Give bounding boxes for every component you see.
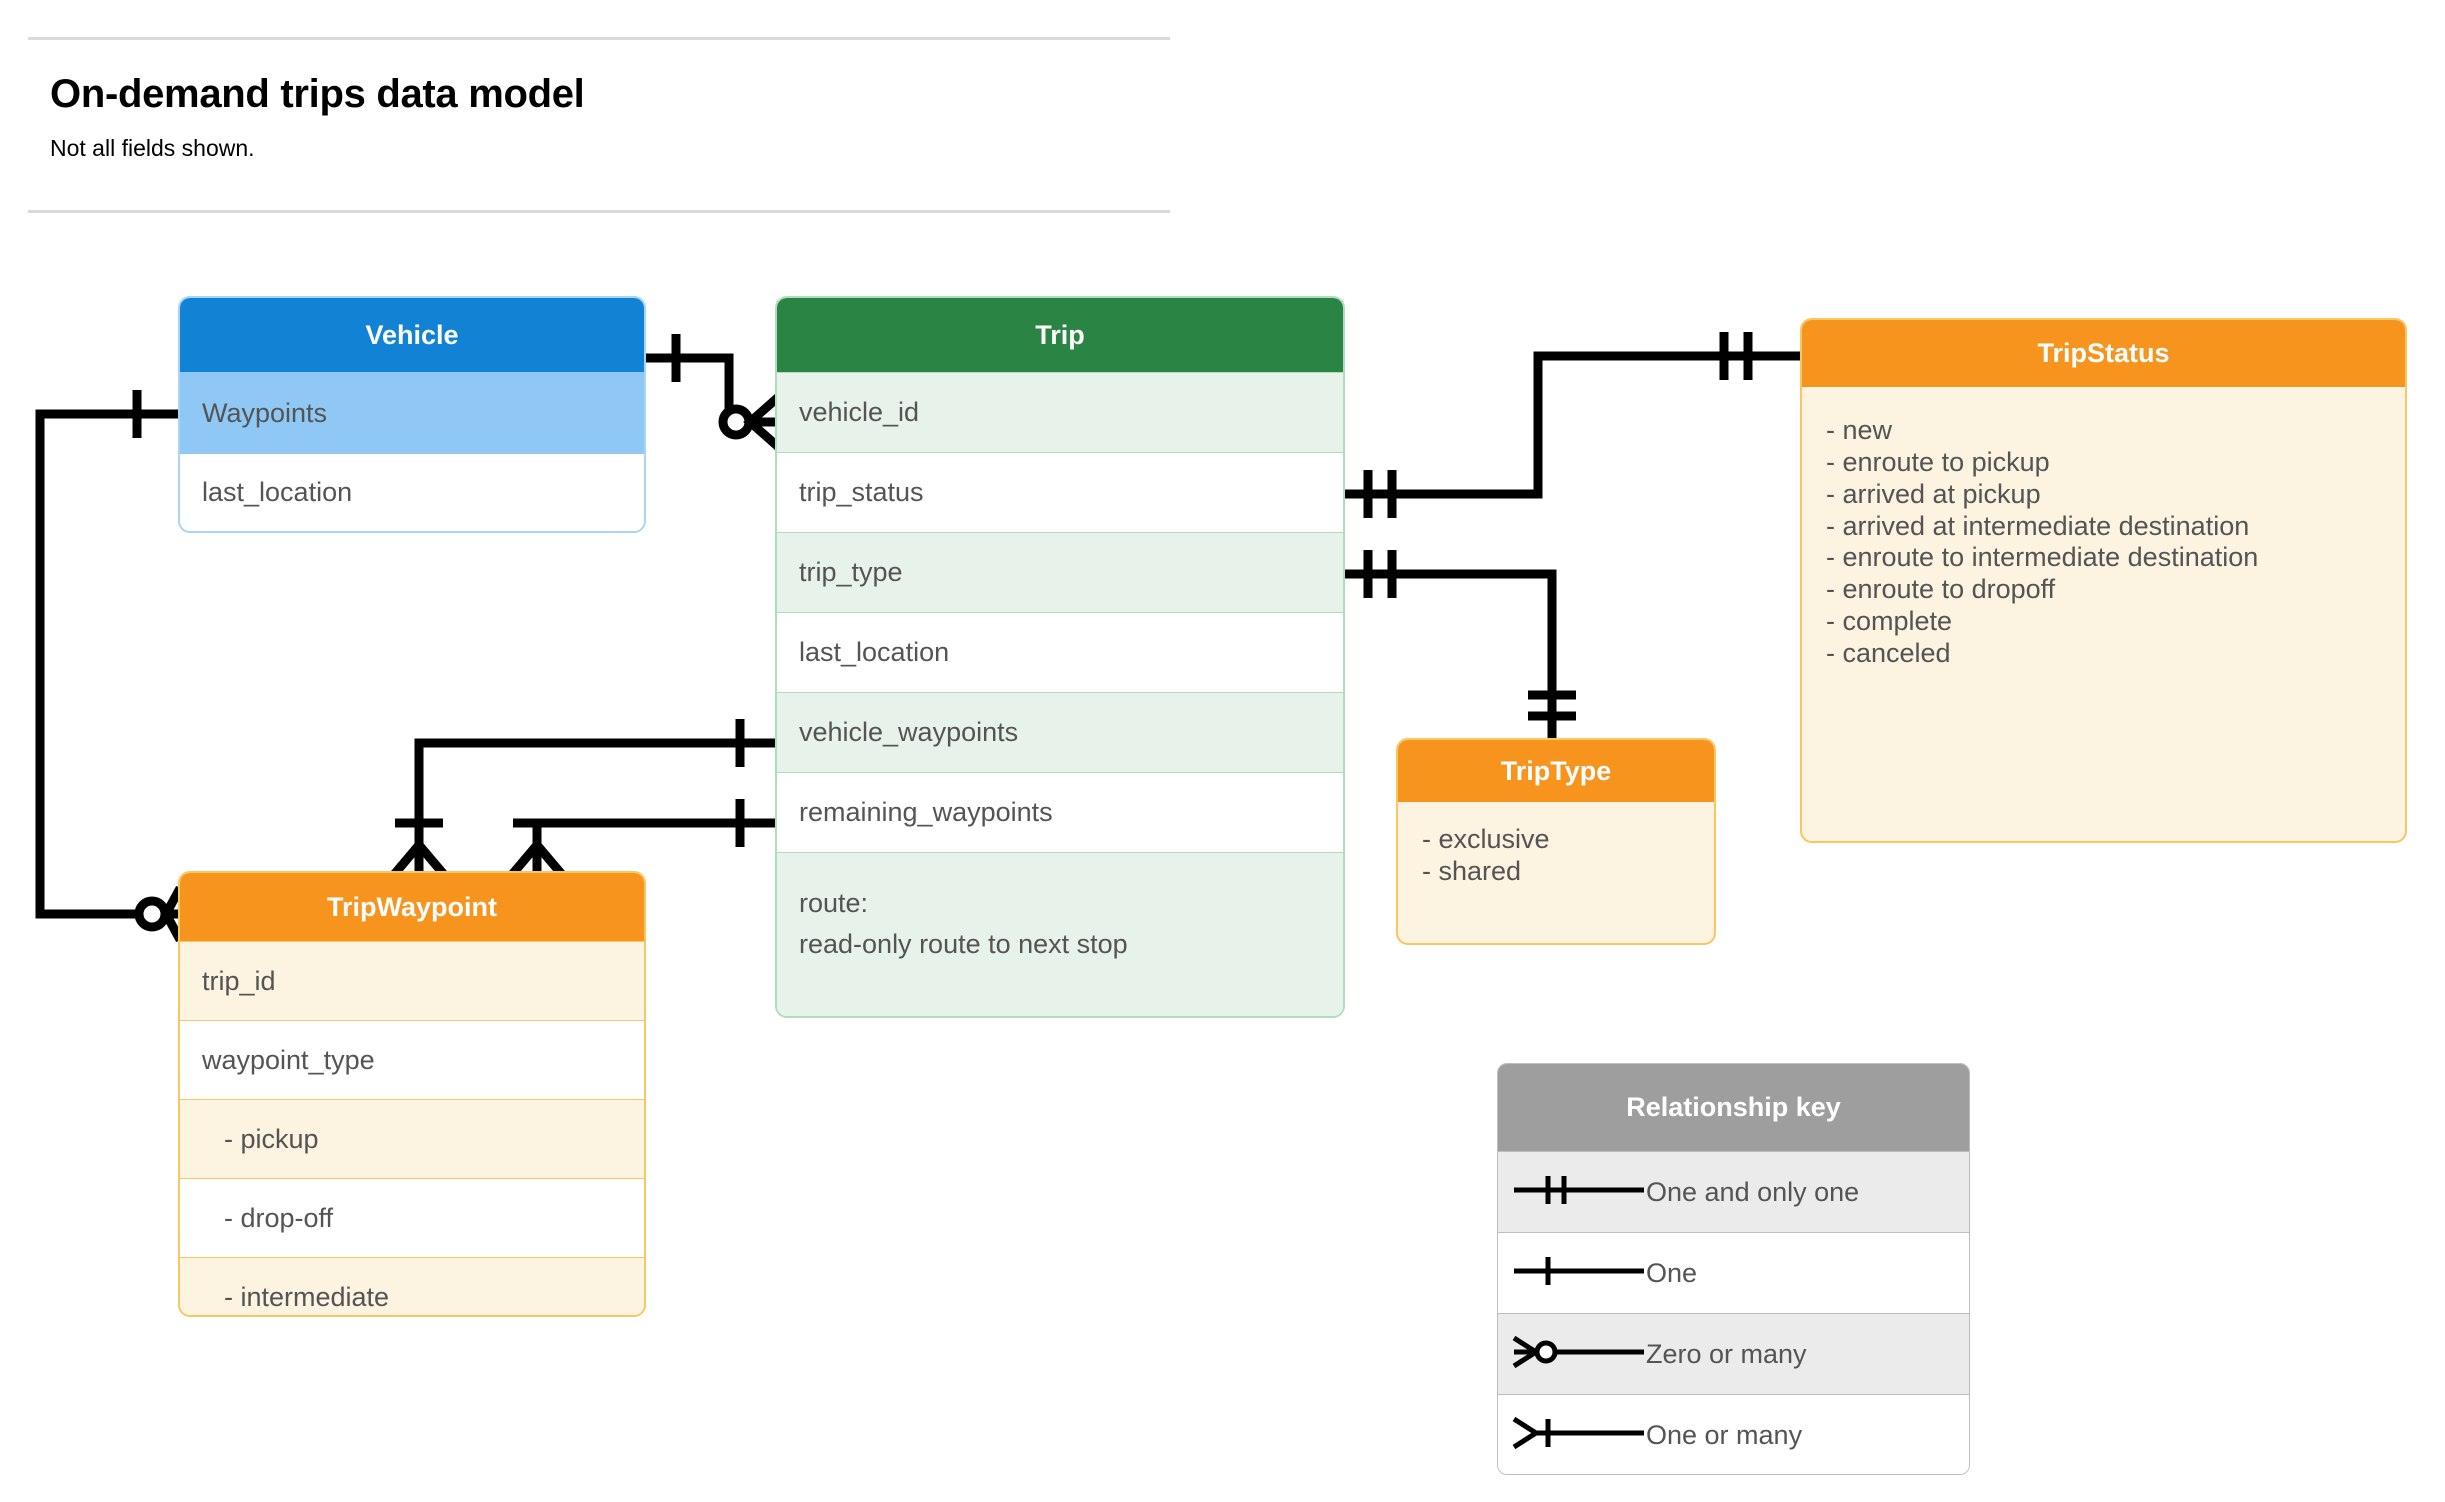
field-trip-remaining-waypoints[interactable]: remaining_waypoints [777, 772, 1343, 852]
entity-triptype-values: - exclusive - shared [1398, 802, 1714, 888]
entity-tripstatus-title: TripStatus [1802, 320, 2405, 387]
legend-label-one-or-many: One or many [1646, 1419, 1803, 1450]
zero-or-many-icon [1498, 1332, 1646, 1377]
connector-trip-status-to-tripstatus [1340, 332, 1805, 518]
field-trip-vehicle-waypoints[interactable]: vehicle_waypoints [777, 692, 1343, 772]
connector-trip-remainingwaypoints-to-tripwaypoint [508, 799, 780, 878]
header-divider-bottom [28, 210, 1170, 213]
legend-label-one: One [1646, 1257, 1698, 1288]
one-or-many-icon [1498, 1413, 1646, 1458]
field-tripwaypoint-value-pickup[interactable]: - pickup [180, 1099, 644, 1178]
entity-triptype[interactable]: TripType - exclusive - shared [1396, 738, 1716, 945]
tripstatus-value-new: - new [1826, 415, 1893, 445]
entity-tripwaypoint-title: TripWaypoint [180, 873, 644, 941]
triptype-value-shared: - shared [1422, 855, 1522, 886]
field-trip-last-location[interactable]: last_location [777, 612, 1343, 692]
field-tripwaypoint-waypoint-type[interactable]: waypoint_type [180, 1020, 644, 1099]
entity-triptype-title: TripType [1398, 740, 1714, 802]
entity-tripstatus[interactable]: TripStatus - new - enroute to pickup - a… [1800, 318, 2407, 843]
relationship-key-title: Relationship key [1498, 1064, 1969, 1151]
entity-trip-title: Trip [777, 298, 1343, 372]
legend-row-one-and-only-one: One and only one [1498, 1151, 1969, 1232]
field-tripwaypoint-value-dropoff[interactable]: - drop-off [180, 1178, 644, 1257]
connector-vehicle-to-trip-vehicleid [641, 334, 782, 451]
tripstatus-value-arrived-pickup: - arrived at pickup [1826, 478, 2041, 509]
tripstatus-value-arrived-intermediate: - arrived at intermediate destination [1826, 510, 2250, 541]
one-icon [1498, 1251, 1646, 1296]
one-and-only-one-icon [1498, 1170, 1646, 1215]
field-trip-route[interactable]: route: read-only route to next stop [777, 852, 1343, 1016]
field-trip-trip-status[interactable]: trip_status [777, 452, 1343, 532]
page-title: On-demand trips data model [50, 72, 585, 116]
legend-row-one: One [1498, 1232, 1969, 1313]
entity-trip[interactable]: Trip vehicle_id trip_status trip_type la… [775, 296, 1345, 1018]
triptype-value-exclusive: - exclusive [1422, 824, 1550, 854]
entity-vehicle[interactable]: Vehicle Waypoints last_location [178, 296, 646, 533]
legend-label-one-and-only-one: One and only one [1646, 1176, 1860, 1207]
header-divider-top [28, 37, 1170, 40]
tripstatus-value-enroute-pickup: - enroute to pickup [1826, 446, 2050, 477]
field-trip-route-label: route: [799, 888, 869, 918]
tripstatus-value-complete: - complete [1826, 606, 1953, 637]
tripstatus-value-canceled: - canceled [1826, 638, 1951, 669]
entity-tripwaypoint[interactable]: TripWaypoint trip_id waypoint_type - pic… [178, 871, 646, 1317]
field-trip-vehicle-id[interactable]: vehicle_id [777, 372, 1343, 452]
connector-vehicle-waypoints-to-tripwaypoint [35, 390, 185, 943]
field-vehicle-last-location[interactable]: last_location [180, 454, 644, 531]
tripstatus-value-enroute-dropoff: - enroute to dropoff [1826, 574, 2056, 605]
field-trip-route-description: read-only route to next stop [799, 928, 1128, 959]
legend-row-zero-or-many: Zero or many [1498, 1313, 1969, 1394]
legend-label-zero-or-many: Zero or many [1646, 1338, 1807, 1369]
field-vehicle-waypoints[interactable]: Waypoints [180, 372, 644, 454]
relationship-key-panel: Relationship key One and only one One [1497, 1063, 1970, 1475]
connector-trip-type-to-triptype [1340, 550, 1576, 743]
connector-trip-vehiclewaypoints-to-tripwaypoint [390, 719, 780, 878]
entity-tripstatus-values: - new - enroute to pickup - arrived at p… [1802, 387, 2405, 670]
tripstatus-value-enroute-intermediate: - enroute to intermediate destination [1826, 542, 2259, 573]
field-tripwaypoint-trip-id[interactable]: trip_id [180, 941, 644, 1020]
legend-row-one-or-many: One or many [1498, 1394, 1969, 1474]
field-trip-trip-type[interactable]: trip_type [777, 532, 1343, 612]
field-tripwaypoint-value-intermediate[interactable]: - intermediate [180, 1257, 644, 1315]
entity-vehicle-title: Vehicle [180, 298, 644, 372]
page-subtitle: Not all fields shown. [50, 135, 255, 161]
